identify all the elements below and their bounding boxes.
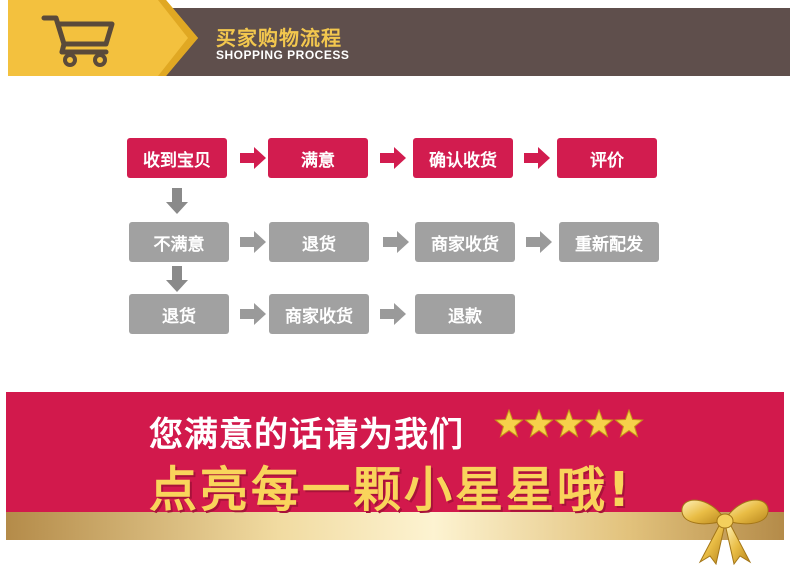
- banner-line-1: 您满意的话请为我们: [149, 415, 464, 455]
- step-unsatisfied: 不满意: [129, 222, 229, 262]
- banner-red-band: [6, 392, 784, 512]
- step-review: 评价: [557, 138, 657, 178]
- arrow-right-icon: [524, 147, 550, 169]
- arrow-right-icon: [240, 147, 266, 169]
- arrow-right-icon: [383, 231, 409, 253]
- arrow-down-icon: [166, 188, 188, 214]
- shopping-cart-icon: [41, 15, 115, 67]
- banner-line-2: 点亮每一颗小星星哦!: [149, 462, 633, 518]
- five-star-rating-icon: [495, 409, 643, 437]
- arrow-right-icon: [240, 303, 266, 325]
- rating-banner: 您满意的话请为我们 点亮每一颗小星星哦!: [6, 392, 784, 567]
- arrow-right-icon: [380, 303, 406, 325]
- banner-gold-strip: [6, 512, 784, 540]
- step-refund: 退款: [415, 294, 515, 334]
- header-title: 买家购物流程: [216, 26, 342, 50]
- header-bar: [150, 8, 790, 76]
- step-return-2: 退货: [129, 294, 229, 334]
- arrow-right-icon: [380, 147, 406, 169]
- arrow-right-icon: [240, 231, 266, 253]
- step-merchant-receive: 商家收货: [415, 222, 515, 262]
- step-confirm-receipt: 确认收货: [413, 138, 513, 178]
- header: 买家购物流程 SHOPPING PROCESS: [0, 0, 790, 76]
- arrow-right-icon: [526, 231, 552, 253]
- step-received: 收到宝贝: [127, 138, 227, 178]
- step-merchant-receive-2: 商家收货: [269, 294, 369, 334]
- gold-bow-icon: [681, 499, 769, 565]
- step-return: 退货: [269, 222, 369, 262]
- arrow-down-icon: [166, 266, 188, 292]
- step-satisfied: 满意: [268, 138, 368, 178]
- header-subtitle: SHOPPING PROCESS: [216, 48, 350, 62]
- step-reship: 重新配发: [559, 222, 659, 262]
